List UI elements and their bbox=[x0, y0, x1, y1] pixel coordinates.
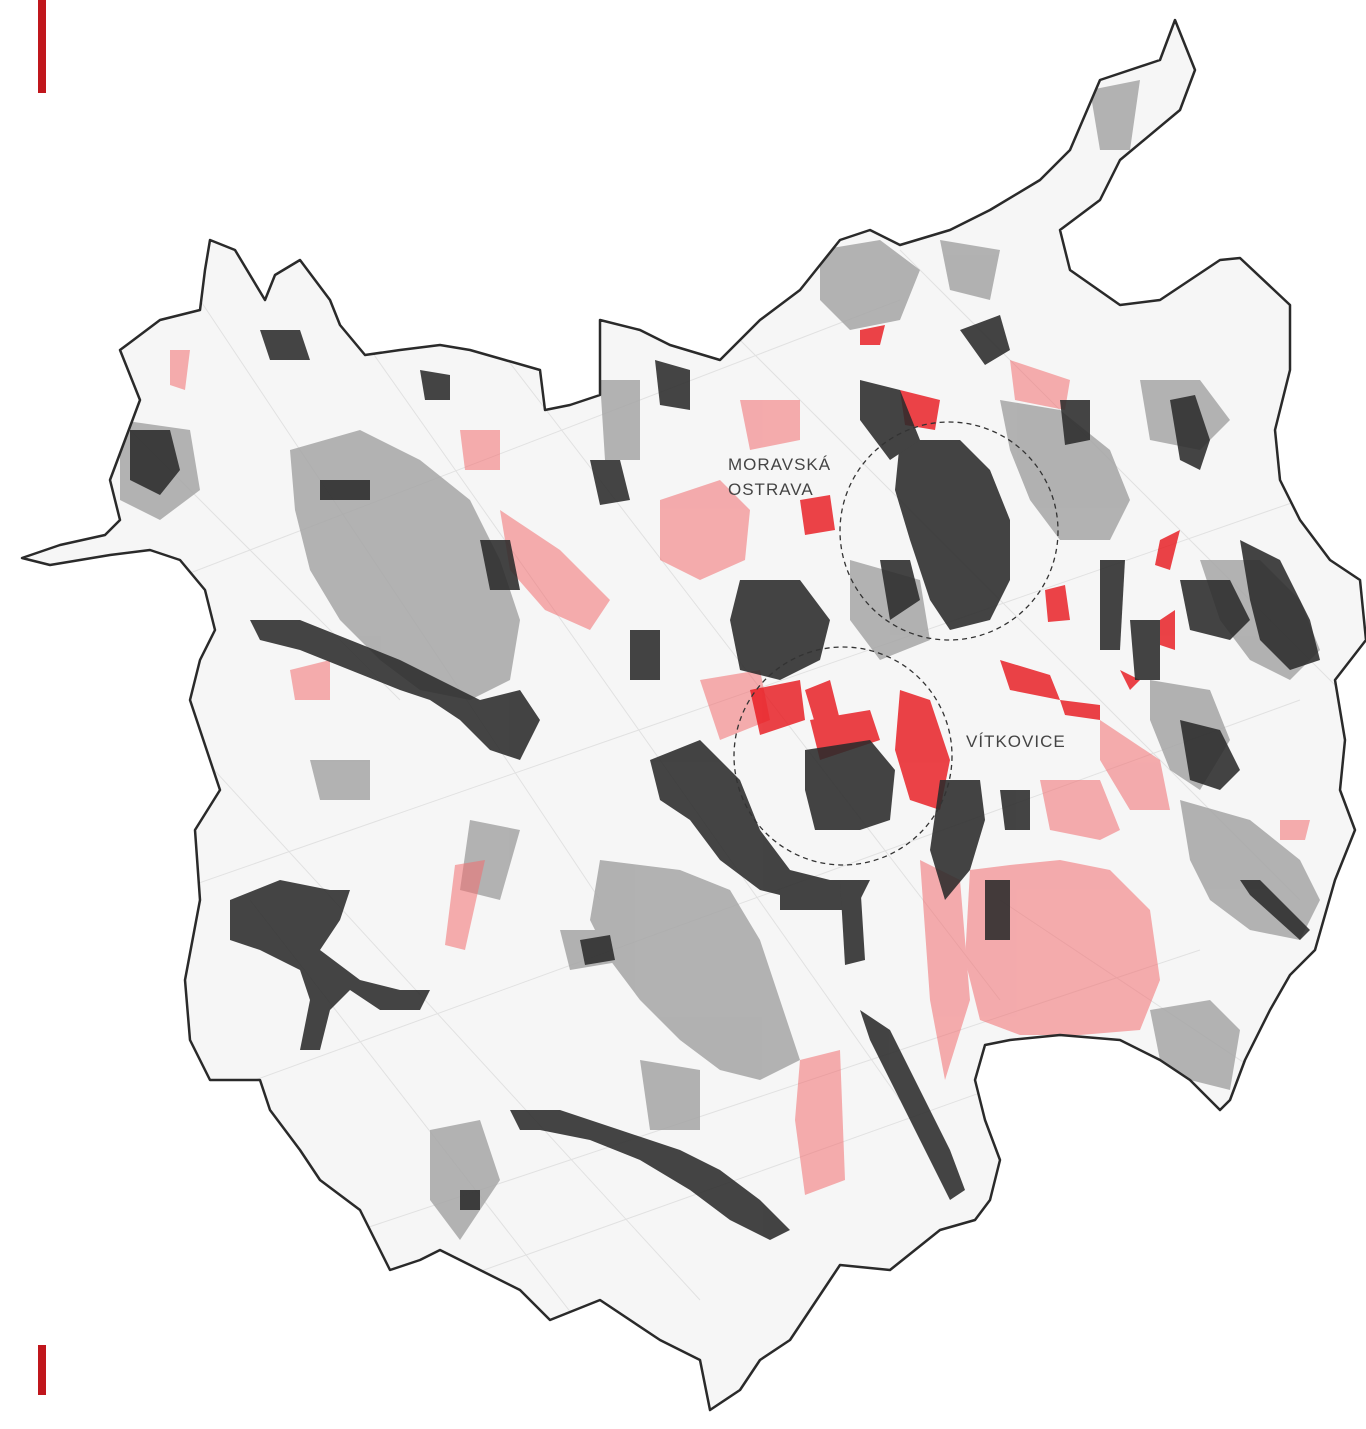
accent-bar-bottom bbox=[38, 1345, 46, 1395]
label-moravska-line1: MORAVSKÁ bbox=[728, 455, 831, 474]
accent-bar-top bbox=[38, 0, 46, 93]
label-moravska-line2: OSTRAVA bbox=[728, 480, 814, 499]
label-vitkovice: VÍTKOVICE bbox=[966, 732, 1066, 751]
vitkovice-circle bbox=[733, 646, 953, 866]
moravska-ostrava-circle bbox=[839, 421, 1059, 641]
dark-zones bbox=[130, 315, 1320, 1240]
city-boundary bbox=[20, 18, 1366, 1412]
red-light-zones bbox=[170, 350, 1310, 1195]
